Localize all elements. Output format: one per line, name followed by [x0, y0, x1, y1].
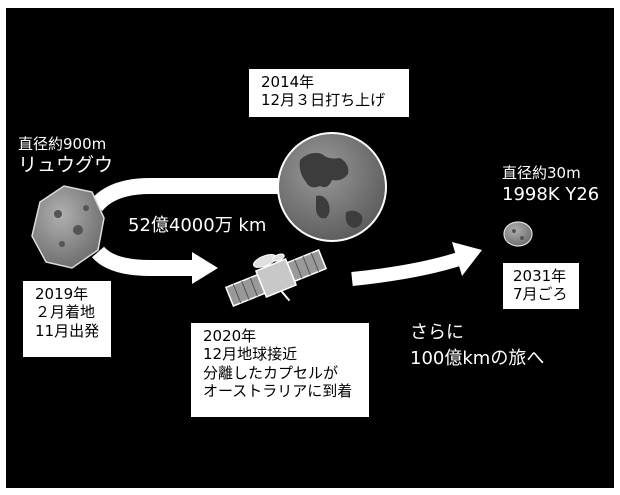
earth-return-capsule: 分離したカプセルが	[203, 363, 339, 382]
launch-year: 2014年	[261, 73, 315, 91]
target-size: 直径約30m	[502, 164, 581, 182]
ryugu-events-landing: ２月着地	[35, 303, 96, 322]
earth-return-approach: 12月地球接近	[203, 345, 298, 364]
ryugu-events-label: 2019年 ２月着地 11月出発	[23, 281, 111, 357]
asteroid-ryugu-icon	[31, 185, 105, 269]
journey-line-2: 100億kmの旅へ	[410, 348, 545, 370]
asteroid-1998ky26-icon	[503, 221, 533, 247]
hayabusa2-spacecraft-icon	[224, 249, 328, 307]
earth-return-year: 2020年	[203, 327, 257, 345]
earth-return-australia: オーストラリアに到着	[203, 381, 353, 400]
ryugu-name: リュウグウ	[18, 154, 114, 176]
earth-globe-icon	[277, 132, 387, 242]
path-to-1998ky26	[351, 251, 465, 286]
journey-line-1: さらに	[410, 322, 464, 343]
earth-return-label: 2020年 12月地球接近 分離したカプセルが オーストラリアに到着	[191, 323, 369, 417]
path-ryugu-to-earth	[91, 246, 195, 276]
arrow-head-to-target	[452, 242, 482, 276]
ryugu-events-year: 2019年	[35, 285, 89, 303]
arrival-year: 2031年	[513, 267, 567, 285]
arrow-head-to-earth	[192, 252, 218, 284]
launch-label: 2014年 12月３日打ち上げ	[249, 69, 409, 117]
target-name: 1998K Y26	[502, 184, 600, 205]
launch-date: 12月３日打ち上げ	[261, 91, 386, 110]
ryugu-size: 直径約900m	[18, 135, 107, 153]
path-earth-to-ryugu	[89, 178, 282, 212]
ryugu-events-departure: 11月出発	[35, 321, 100, 340]
distance-label: 52億4000万 km	[128, 215, 267, 236]
arrival-label: 2031年 7月ごろ	[503, 263, 579, 309]
arrival-time: 7月ごろ	[513, 285, 568, 304]
journey-label: さらに 100億kmの旅へ	[410, 320, 544, 372]
